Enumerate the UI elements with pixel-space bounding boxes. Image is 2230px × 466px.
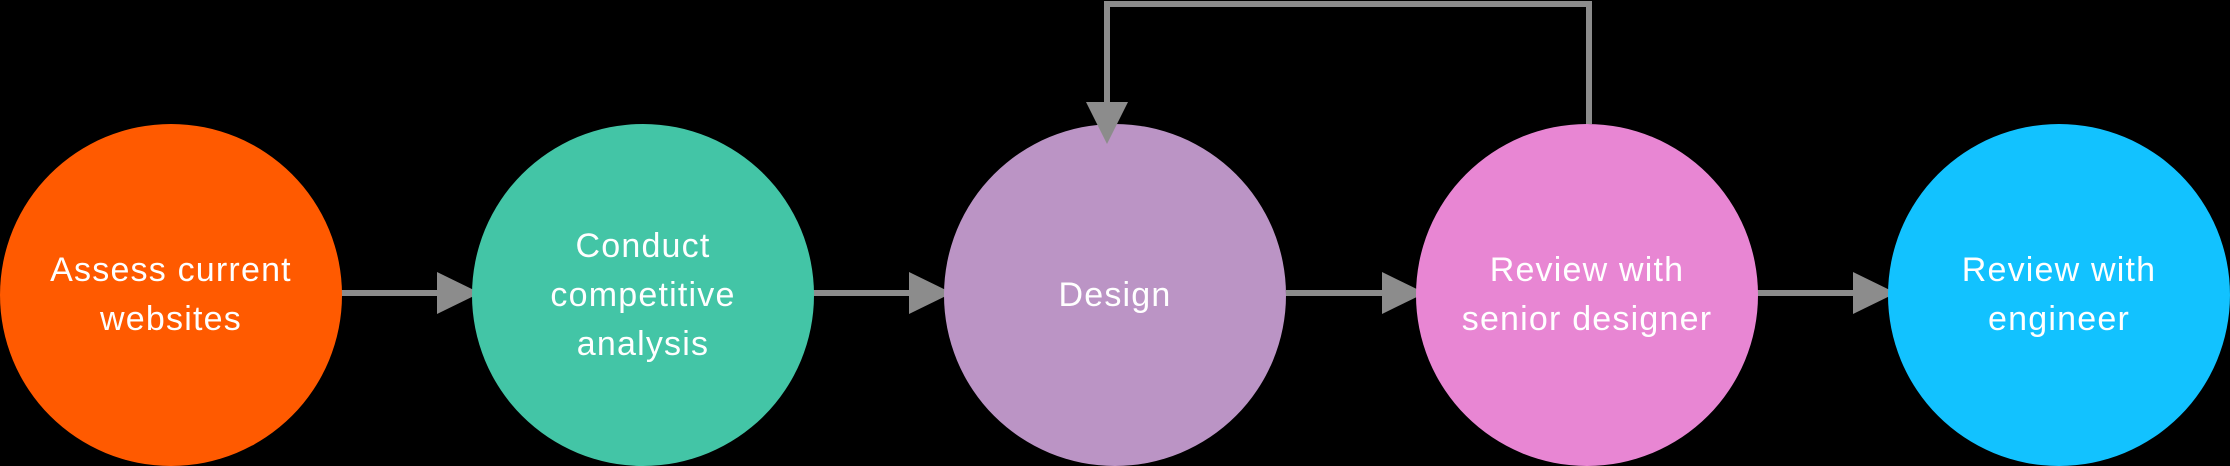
node-assess-current-websites: Assess current websites (0, 124, 342, 466)
node-conduct-competitive-analysis: Conduct competitive analysis (472, 124, 814, 466)
node-design: Design (944, 124, 1286, 466)
node-label: Design (1058, 275, 1172, 314)
node-review-with-senior-designer: Review with senior designer (1416, 124, 1758, 466)
node-label: Assess current websites (50, 251, 292, 338)
arrow-senior-review-to-engineer-review (1757, 272, 1896, 314)
node-review-with-engineer: Review with engineer (1888, 124, 2230, 466)
node-label: Conduct competitive analysis (550, 226, 736, 363)
arrow-senior-review-back-to-design (1086, 1, 1592, 144)
arrow-competitive-to-design (813, 272, 952, 314)
node-label: Review with senior designer (1461, 251, 1713, 338)
arrow-design-to-senior-review (1286, 272, 1425, 314)
arrow-assess-to-competitive (341, 272, 480, 314)
node-label: Review with engineer (1961, 251, 2157, 338)
